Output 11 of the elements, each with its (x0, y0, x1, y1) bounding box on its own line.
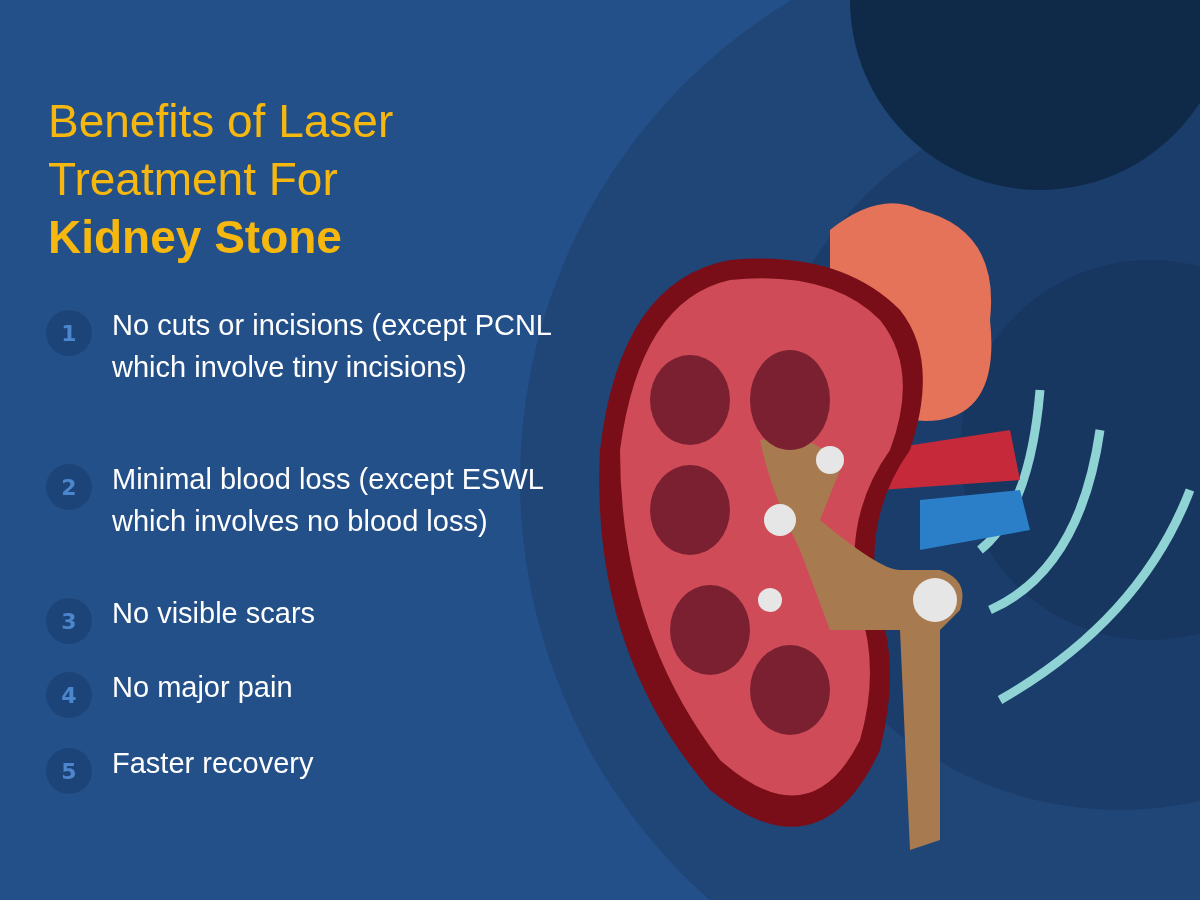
number-circle: 5 (46, 748, 92, 794)
benefit-text: No cuts or incisions (except PCNL which involve tiny incisions) (112, 308, 552, 385)
benefit-text: Faster recovery (112, 746, 315, 781)
number-circle: 2 (46, 464, 92, 510)
benefit-text: Minimal blood loss (except ESWL which involves no blood loss) (112, 462, 544, 539)
benefit-text: No major pain (112, 670, 294, 705)
number-circle: 4 (46, 672, 92, 718)
benefit-text: No visible scars (112, 596, 317, 631)
number-circle: 1 (46, 310, 92, 356)
title: Benefits of Laser Treatment For Kidney Stone (48, 94, 395, 265)
number-circle: 3 (46, 598, 92, 644)
